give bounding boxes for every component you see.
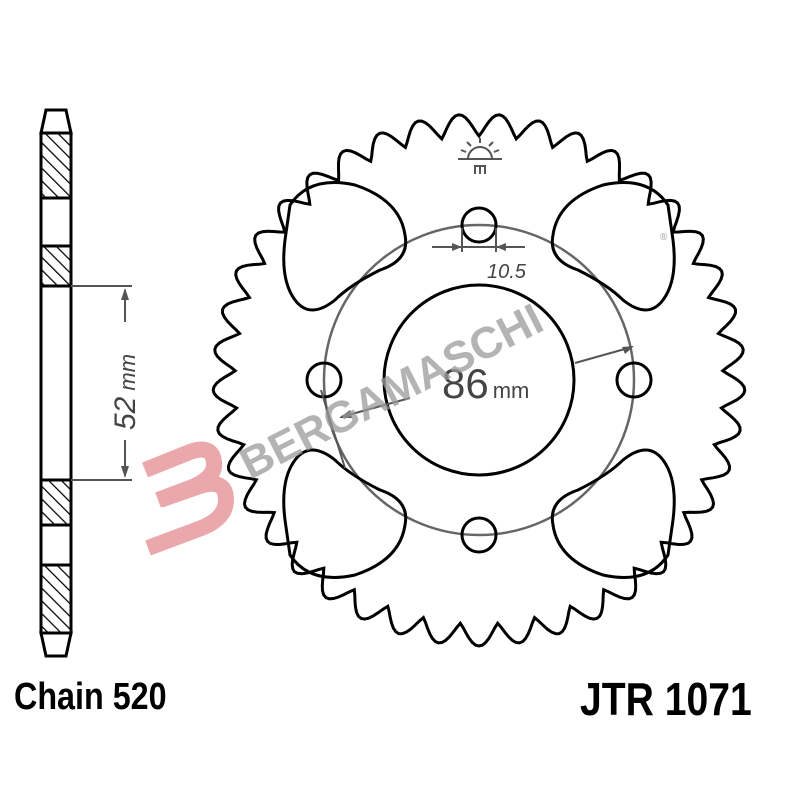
bolt-hole-dimension bbox=[432, 228, 525, 252]
side-profile bbox=[39, 108, 73, 658]
registered-mark: ® bbox=[660, 232, 668, 243]
offset-dimension bbox=[71, 285, 132, 481]
slot-top-right bbox=[550, 181, 676, 312]
jt-sun-logo-icon bbox=[458, 138, 502, 174]
pitch-circle bbox=[322, 223, 636, 537]
slot-bottom-left bbox=[282, 448, 408, 579]
bolt-hole-dimension-label: 10.5 bbox=[487, 261, 527, 283]
bolt-hole-bottom bbox=[460, 516, 498, 554]
offset-dimension-label: 52mm bbox=[109, 354, 142, 430]
slot-bottom-right bbox=[550, 448, 676, 579]
bore-dimension bbox=[320, 346, 634, 469]
chain-size-label: Chain 520 bbox=[14, 676, 167, 718]
brand-logo-icon bbox=[142, 441, 235, 556]
sprocket-outline bbox=[211, 113, 747, 648]
bolt-hole-right bbox=[615, 361, 653, 399]
lightening-slots bbox=[282, 181, 676, 579]
bolt-holes bbox=[305, 206, 653, 554]
part-number-label: JTR 1071 bbox=[580, 673, 752, 725]
bolt-hole-top bbox=[460, 206, 498, 244]
slot-top-left bbox=[282, 181, 408, 312]
center-bore bbox=[382, 283, 576, 477]
